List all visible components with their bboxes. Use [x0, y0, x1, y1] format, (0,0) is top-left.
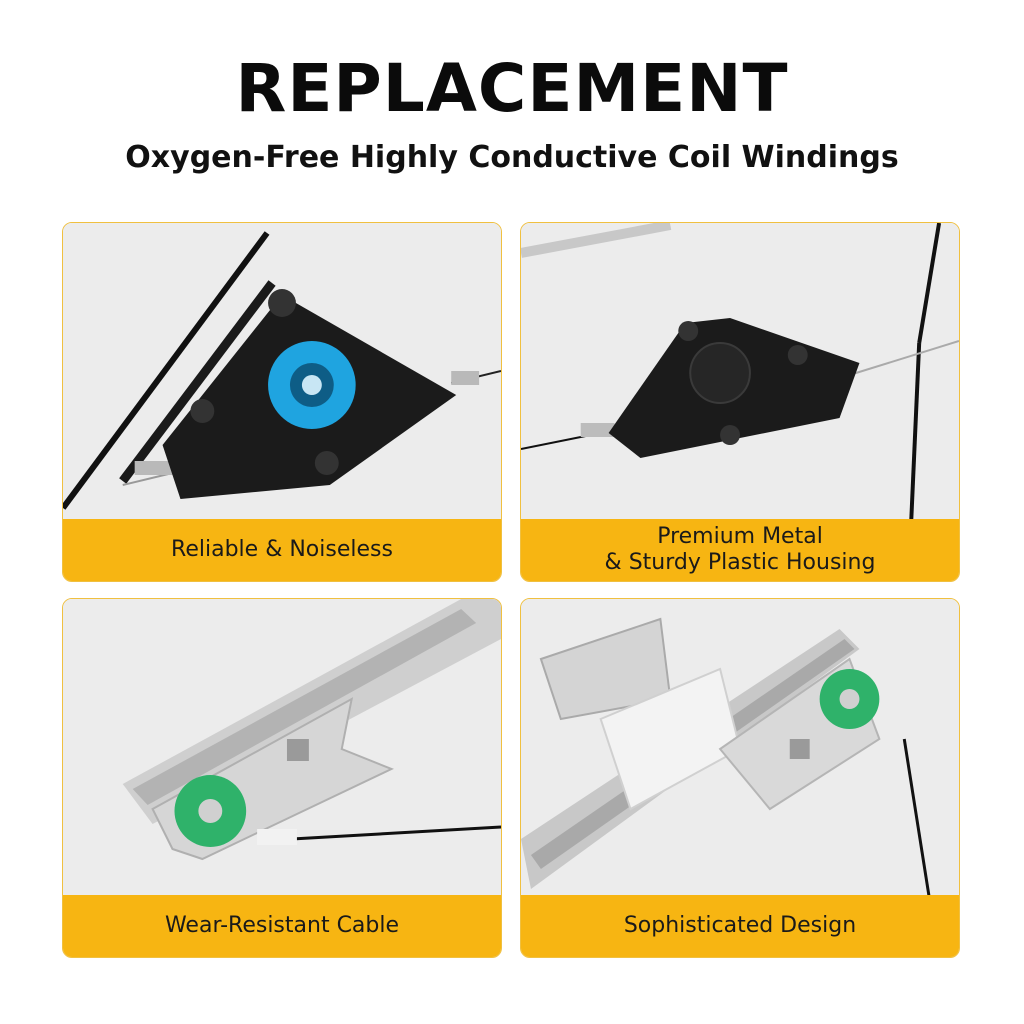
rail-photo-green-pulley: [63, 599, 501, 897]
page-subtitle: Oxygen-Free Highly Conductive Coil Windi…: [125, 140, 899, 175]
feature-panel-housing: Premium Metal & Sturdy Plastic Housing: [520, 222, 960, 582]
caption-text: Reliable & Noiseless: [171, 536, 393, 562]
feature-panel-cable: Wear-Resistant Cable: [62, 598, 502, 958]
caption-text: Sophisticated Design: [623, 912, 857, 938]
rail-photo-white-slider: [521, 599, 959, 897]
regulator-photo-housing: [521, 223, 959, 521]
regulator-photo-blue-pulley: [63, 223, 501, 521]
page-title: REPLACEMENT: [235, 50, 789, 127]
feature-panel-design: Sophisticated Design: [520, 598, 960, 958]
feature-caption: Premium Metal & Sturdy Plastic Housing: [521, 519, 959, 581]
caption-text-line2: & Sturdy Plastic Housing: [604, 550, 876, 575]
caption-text-line1: Premium Metal: [657, 523, 823, 549]
feature-caption: Wear-Resistant Cable: [63, 895, 501, 957]
feature-caption: Reliable & Noiseless: [63, 519, 501, 581]
feature-panel-reliable: Reliable & Noiseless: [62, 222, 502, 582]
caption-text: Wear-Resistant Cable: [164, 912, 400, 938]
feature-caption: Sophisticated Design: [521, 895, 959, 957]
